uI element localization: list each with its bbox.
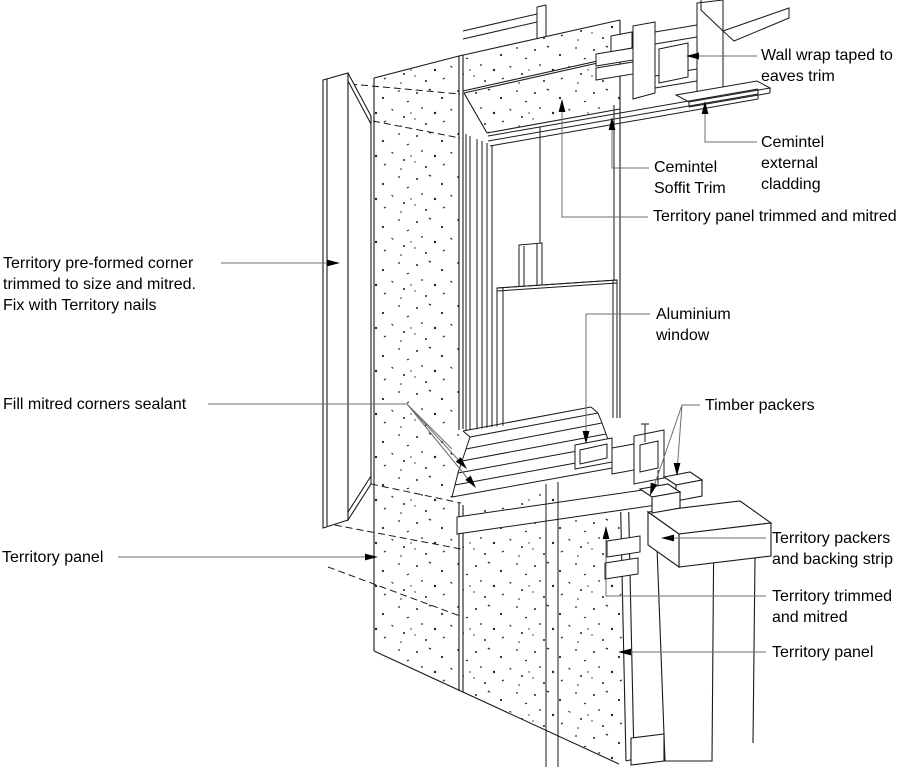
label-aluminium-window: Aluminium window <box>656 306 731 344</box>
leader-arrowhead <box>465 475 476 488</box>
leader-arrowhead <box>327 259 340 267</box>
label-preformed-corner: Territory pre-formed corner trimmed to s… <box>3 255 196 314</box>
label-panel-left: Territory panel <box>2 549 104 566</box>
leader-arrowhead <box>582 431 590 444</box>
leader-arrowhead <box>365 553 378 561</box>
label-panel-trimmed-top: Territory panel trimmed and mitred <box>653 208 897 225</box>
leader-line <box>611 121 649 169</box>
wall-panels <box>374 20 626 763</box>
leader-arrowhead <box>650 482 658 496</box>
label-external-cladding: Cemintel external cladding <box>761 134 825 193</box>
bottom-notch <box>630 733 665 766</box>
wall-edges <box>373 19 635 765</box>
leader-line <box>585 313 650 440</box>
leader-line <box>406 403 453 450</box>
leader-arrowhead <box>455 457 467 469</box>
label-trimmed-mitred: Territory trimmed and mitred <box>772 588 893 626</box>
packer-slot <box>606 535 641 558</box>
leader-line <box>651 404 700 493</box>
leader-arrowhead <box>661 534 674 542</box>
leader-line <box>676 404 683 473</box>
eaves-assembly <box>462 0 790 147</box>
soffit-trim-lines <box>487 88 759 147</box>
label-soffit-trim: Cemintel Soffit Trim <box>654 159 726 197</box>
leader-arrowhead <box>608 117 616 130</box>
label-wall-wrap: Wall wrap taped to eaves trim <box>761 47 893 85</box>
leader-arrowhead <box>618 648 631 656</box>
leader-line <box>406 403 465 467</box>
packer-slot <box>604 557 639 580</box>
leader-arrowhead <box>602 526 610 539</box>
leader-line <box>406 403 474 486</box>
label-timber-packers: Timber packers <box>705 397 815 414</box>
column-assembly <box>630 471 773 766</box>
leader-arrowhead <box>558 99 566 112</box>
label-territory-packers: Territory packers and backing strip <box>772 530 893 568</box>
sill-extrusions <box>574 423 665 486</box>
leader-arrowhead <box>673 463 681 476</box>
leader-line <box>605 530 766 597</box>
leader-arrowhead <box>686 52 699 60</box>
leader-line <box>704 104 757 143</box>
label-panel-right: Territory panel <box>772 644 874 661</box>
label-fill-mitred: Fill mitred corners sealant <box>3 396 187 413</box>
window-glass <box>496 279 618 444</box>
leader-arrowhead <box>701 101 709 114</box>
dashed-projection-lines <box>323 83 462 617</box>
beam-end-face <box>647 510 680 569</box>
wall-wrap-patch <box>658 42 689 84</box>
corner-profile <box>322 72 372 529</box>
leader-line <box>561 103 648 218</box>
window-head <box>465 105 615 477</box>
